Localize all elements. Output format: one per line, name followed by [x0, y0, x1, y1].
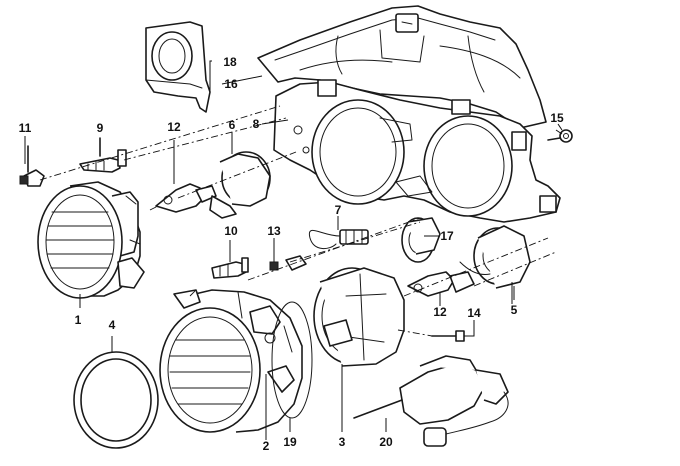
callout-label-5: 5 [510, 303, 518, 317]
bulb-holder-6 [209, 132, 271, 219]
callout-label-2: 2 [262, 439, 270, 453]
callout-label-20: 20 [379, 435, 393, 449]
gasket-19 [271, 301, 313, 432]
callout-label-11: 11 [18, 121, 32, 135]
reflector-carrier-frame [273, 79, 561, 223]
callout-label-14: 14 [467, 306, 481, 320]
adjusting-screw-11 [19, 145, 45, 187]
level-actuator-20 [353, 355, 509, 447]
bulb-12-lower [407, 271, 475, 306]
holder-17 [401, 217, 441, 263]
callout-label-16: 16 [224, 77, 238, 91]
callout-label-17: 17 [440, 229, 454, 243]
callout-label-15: 15 [550, 111, 564, 125]
callout-label-1: 1 [74, 313, 82, 327]
callout-label-12-lower: 12 [433, 305, 447, 319]
headlamp-unit [37, 181, 145, 299]
callout-label-8: 8 [252, 117, 260, 131]
adjusting-screw-10 [211, 240, 249, 279]
callout-label-12-upper: 12 [167, 120, 181, 134]
reflector-3 [313, 267, 405, 432]
callout-label-7: 7 [334, 203, 342, 217]
cover-plate [145, 21, 211, 113]
callout-label-9: 9 [96, 121, 104, 135]
leader-lines [24, 60, 563, 440]
callout-label-13: 13 [267, 224, 281, 238]
clip-13 [269, 238, 307, 271]
screw-14 [431, 320, 475, 342]
nut-15 [547, 123, 573, 143]
callout-label-3: 3 [338, 435, 346, 449]
callout-label-19: 19 [283, 435, 297, 449]
headlamp-housing-2 [159, 289, 303, 433]
retaining-ring [73, 336, 159, 449]
callout-label-10: 10 [224, 224, 238, 238]
callout-label-4: 4 [108, 318, 116, 332]
callout-label-6: 6 [228, 118, 236, 132]
adjusting-screw-9 [79, 137, 127, 173]
connector-7 [308, 216, 369, 249]
assembly-axis-lines [39, 105, 557, 337]
bulb-12-upper [155, 140, 217, 213]
bulb-socket-5 [459, 225, 531, 304]
callout-label-18: 18 [223, 55, 237, 69]
